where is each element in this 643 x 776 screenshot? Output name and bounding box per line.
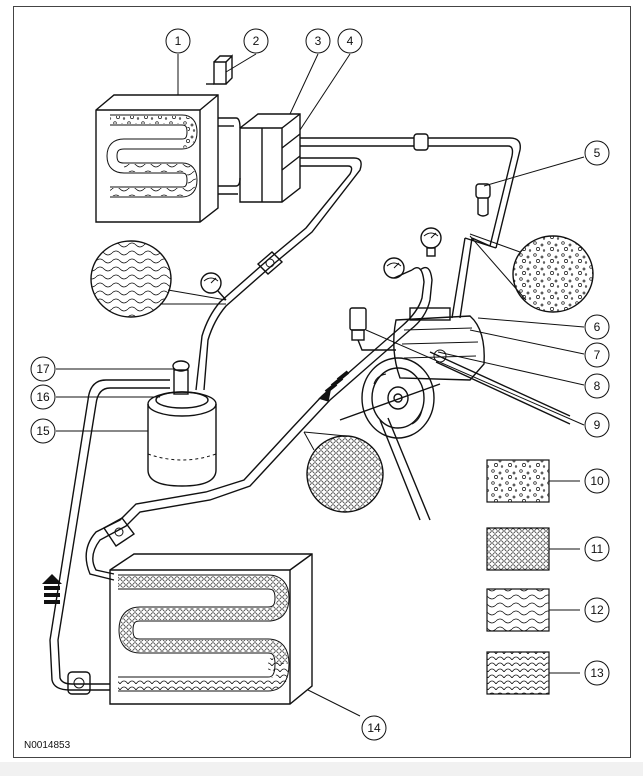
component-3-4-valve-block [218, 113, 301, 203]
callout-2: 2 [243, 28, 269, 54]
component-15-accumulator [147, 360, 217, 487]
callout-4: 4 [337, 28, 363, 54]
callout-11: 11 [584, 536, 610, 562]
pressure-gauge-icon [420, 227, 442, 257]
svg-text:7: 7 [594, 348, 601, 362]
callout-6: 6 [584, 314, 610, 340]
refrigerant-lines [49, 133, 521, 695]
callout-1: 1 [165, 28, 191, 54]
diagram-frame [13, 6, 631, 758]
svg-text:5: 5 [594, 146, 601, 160]
callout-12: 12 [584, 597, 610, 623]
legend-swatch-13 [486, 651, 550, 695]
svg-text:15: 15 [36, 424, 50, 438]
svg-text:3: 3 [315, 34, 322, 48]
component-1-coil-box [95, 94, 219, 223]
service-valve-icon [475, 183, 491, 217]
callout-17: 17 [30, 356, 56, 382]
callout-10: 10 [584, 468, 610, 494]
svg-text:12: 12 [590, 603, 604, 617]
component-2-sensor [206, 54, 233, 85]
svg-text:11: 11 [591, 542, 604, 556]
svg-text:9: 9 [594, 418, 601, 432]
legend-swatch-12 [486, 588, 550, 632]
legend-swatch-11 [486, 527, 550, 571]
callout-8: 8 [584, 373, 610, 399]
magnifier-liquid-suction [90, 240, 227, 318]
component-14-condenser [109, 553, 313, 705]
svg-text:4: 4 [347, 34, 354, 48]
callout-14: 14 [361, 715, 387, 741]
pressure-gauge-icon [200, 272, 227, 301]
callout-layer: 1 2 3 4 5 6 7 8 9 10 11 12 13 14 15 16 1… [30, 28, 610, 741]
callout-15: 15 [30, 418, 56, 444]
callout-13: 13 [584, 660, 610, 686]
reference-id: N0014853 [24, 740, 71, 751]
svg-text:10: 10 [590, 474, 604, 488]
pressure-gauge-icon [383, 257, 413, 279]
callout-7: 7 [584, 342, 610, 368]
flow-direction-arrow-icon [318, 370, 350, 402]
compressor-assembly [339, 307, 571, 521]
flow-direction-arrow-icon [42, 574, 62, 604]
svg-text:6: 6 [594, 320, 601, 334]
callout-5: 5 [584, 140, 610, 166]
magnifier-vapor [469, 233, 594, 313]
svg-text:16: 16 [36, 390, 50, 404]
footer-bar [0, 762, 643, 776]
callout-3: 3 [305, 28, 331, 54]
svg-text:1: 1 [175, 34, 182, 48]
leader-lines [56, 53, 585, 717]
svg-text:14: 14 [367, 721, 381, 735]
magnifier-discharge [303, 431, 384, 513]
callout-9: 9 [584, 412, 610, 438]
svg-text:17: 17 [36, 362, 50, 376]
svg-text:2: 2 [253, 34, 260, 48]
callout-16: 16 [30, 384, 56, 410]
legend-swatch-10 [486, 459, 550, 503]
svg-text:8: 8 [594, 379, 601, 393]
svg-text:13: 13 [590, 666, 604, 680]
